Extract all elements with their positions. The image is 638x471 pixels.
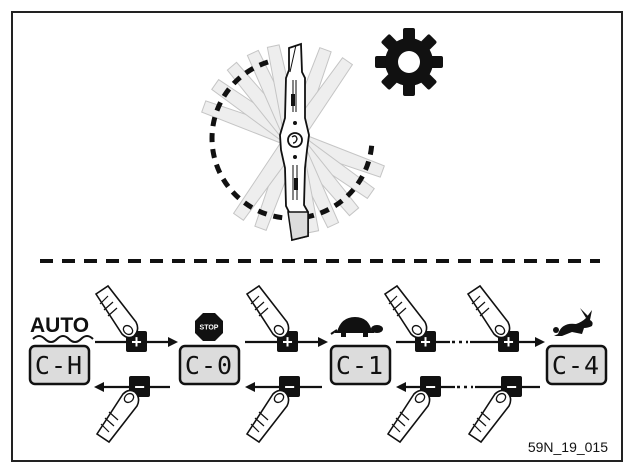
svg-text:+: + [420, 332, 431, 352]
svg-text:−: − [134, 377, 145, 397]
arrow-right-icon [318, 337, 328, 347]
decrease-step-2: − [245, 376, 322, 443]
mode-display-fast: C-4 [545, 344, 608, 386]
mower-blade-icon [279, 42, 310, 242]
svg-text:+: + [131, 332, 142, 352]
blade-rotation-illustration [200, 28, 443, 242]
mode-display-stop: C-0 [178, 344, 241, 386]
mode-display-slow: C-1 [329, 344, 392, 386]
finger-press-icon [468, 389, 512, 443]
svg-text:−: − [284, 377, 295, 397]
svg-text:+: + [503, 332, 514, 352]
mode-sequence: AUTO C-H STOP C-0 C-1 [28, 285, 608, 443]
stop-sign-icon: STOP [195, 313, 223, 341]
rotation-arc [209, 59, 375, 221]
finger-press-icon [467, 285, 511, 339]
auto-label: AUTO [30, 314, 89, 337]
arrow-left-icon [396, 382, 406, 392]
increase-step-4: + [467, 285, 545, 352]
arrow-right-icon [535, 337, 545, 347]
arrow-left-icon [94, 382, 104, 392]
finger-press-icon [95, 285, 139, 339]
increase-step-3: + [384, 285, 468, 352]
svg-text:+: + [282, 332, 293, 352]
svg-text:STOP: STOP [200, 325, 219, 332]
finger-press-icon [96, 389, 140, 443]
svg-text:C-1: C-1 [336, 351, 384, 380]
svg-text:−: − [506, 377, 517, 397]
finger-press-icon [387, 389, 431, 443]
figure-code: 59N_19_015 [528, 439, 608, 455]
arrow-left-icon [245, 382, 255, 392]
turtle-icon [330, 317, 383, 337]
arrow-right-icon [168, 337, 178, 347]
gear-icon [375, 28, 443, 96]
svg-text:C-0: C-0 [185, 351, 233, 380]
auto-wave-icon [32, 335, 94, 343]
decrease-step-3: − [387, 376, 473, 443]
mode-display-auto: C-H [28, 344, 91, 386]
finger-press-icon [246, 285, 290, 339]
decrease-step-1: − [94, 376, 170, 443]
finger-press-icon [246, 389, 290, 443]
svg-text:−: − [425, 377, 436, 397]
increase-step-2: + [245, 285, 328, 352]
finger-press-icon [384, 285, 428, 339]
decrease-step-4: − [468, 376, 540, 443]
svg-text:C-4: C-4 [552, 351, 600, 380]
increase-step-1: + [95, 285, 178, 352]
rabbit-icon [553, 308, 593, 336]
svg-text:C-H: C-H [35, 351, 83, 380]
